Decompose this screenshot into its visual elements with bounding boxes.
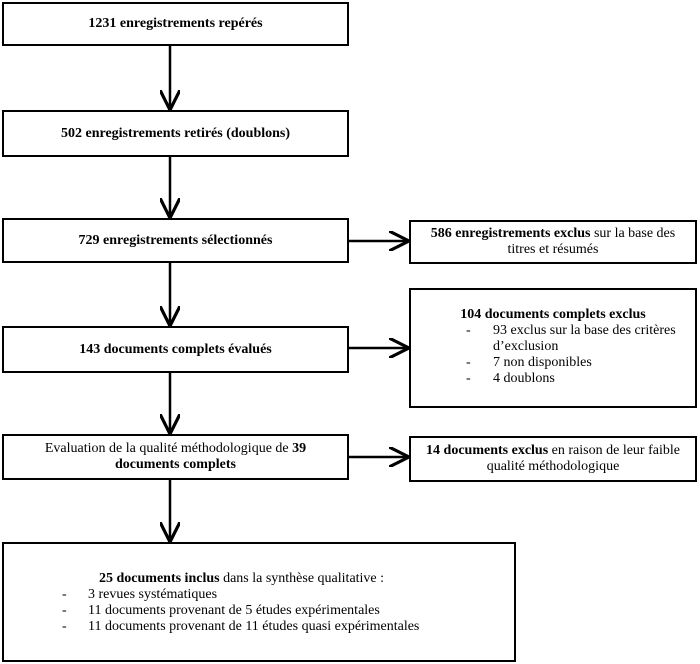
records-screened-text: 729 enregistrements sélectionnés — [78, 232, 273, 248]
fulltext-excluded-heading: 104 documents complets exclus — [460, 307, 646, 322]
list-item: -11 documents provenant de 11 études qua… — [62, 619, 420, 634]
included-studies-box: 25 documents inclus dans la synthèse qua… — [2, 542, 516, 662]
records-identified-box: 1231 enregistrements repérés — [2, 2, 349, 46]
included-studies-heading: 25 documents inclus dans la synthèse qua… — [99, 571, 385, 586]
quality-evaluation-box: Evaluation de la qualité méthodologique … — [2, 434, 349, 480]
records-screened-box: 729 enregistrements sélectionnés — [2, 218, 349, 263]
list-item: -11 documents provenant de 5 études expé… — [62, 603, 380, 618]
duplicates-removed-box: 502 enregistrements retirés (doublons) — [2, 110, 349, 157]
fulltext-excluded-box: 104 documents complets exclus -93 exclus… — [409, 288, 697, 408]
records-excluded-text: 586 enregistrements exclus sur la base d… — [430, 226, 676, 257]
list-item: -3 revues systématiques — [62, 587, 218, 602]
low-quality-excluded-box: 14 documents exclus en raison de leur fa… — [409, 436, 697, 482]
fulltext-excluded-list: -93 exclus sur la base des critères d’ex… — [466, 323, 691, 387]
duplicates-removed-text: 502 enregistrements retirés (doublons) — [60, 125, 291, 141]
records-excluded-box: 586 enregistrements exclus sur la base d… — [409, 220, 697, 264]
fulltext-assessed-box: 143 documents complets évalués — [2, 326, 349, 373]
list-item: -93 exclus sur la base des critères d’ex… — [466, 323, 676, 354]
list-item: -4 doublons — [466, 371, 555, 386]
records-identified-text: 1231 enregistrements repérés — [88, 16, 263, 31]
fulltext-assessed-text: 143 documents complets évalués — [79, 341, 272, 357]
included-studies-list: -3 revues systématiques -11 documents pr… — [62, 587, 419, 635]
low-quality-excluded-text: 14 documents exclus en raison de leur fa… — [426, 443, 680, 474]
quality-evaluation-text: Evaluation de la qualité méthodologique … — [44, 441, 307, 472]
list-item: -7 non disponibles — [466, 355, 592, 370]
